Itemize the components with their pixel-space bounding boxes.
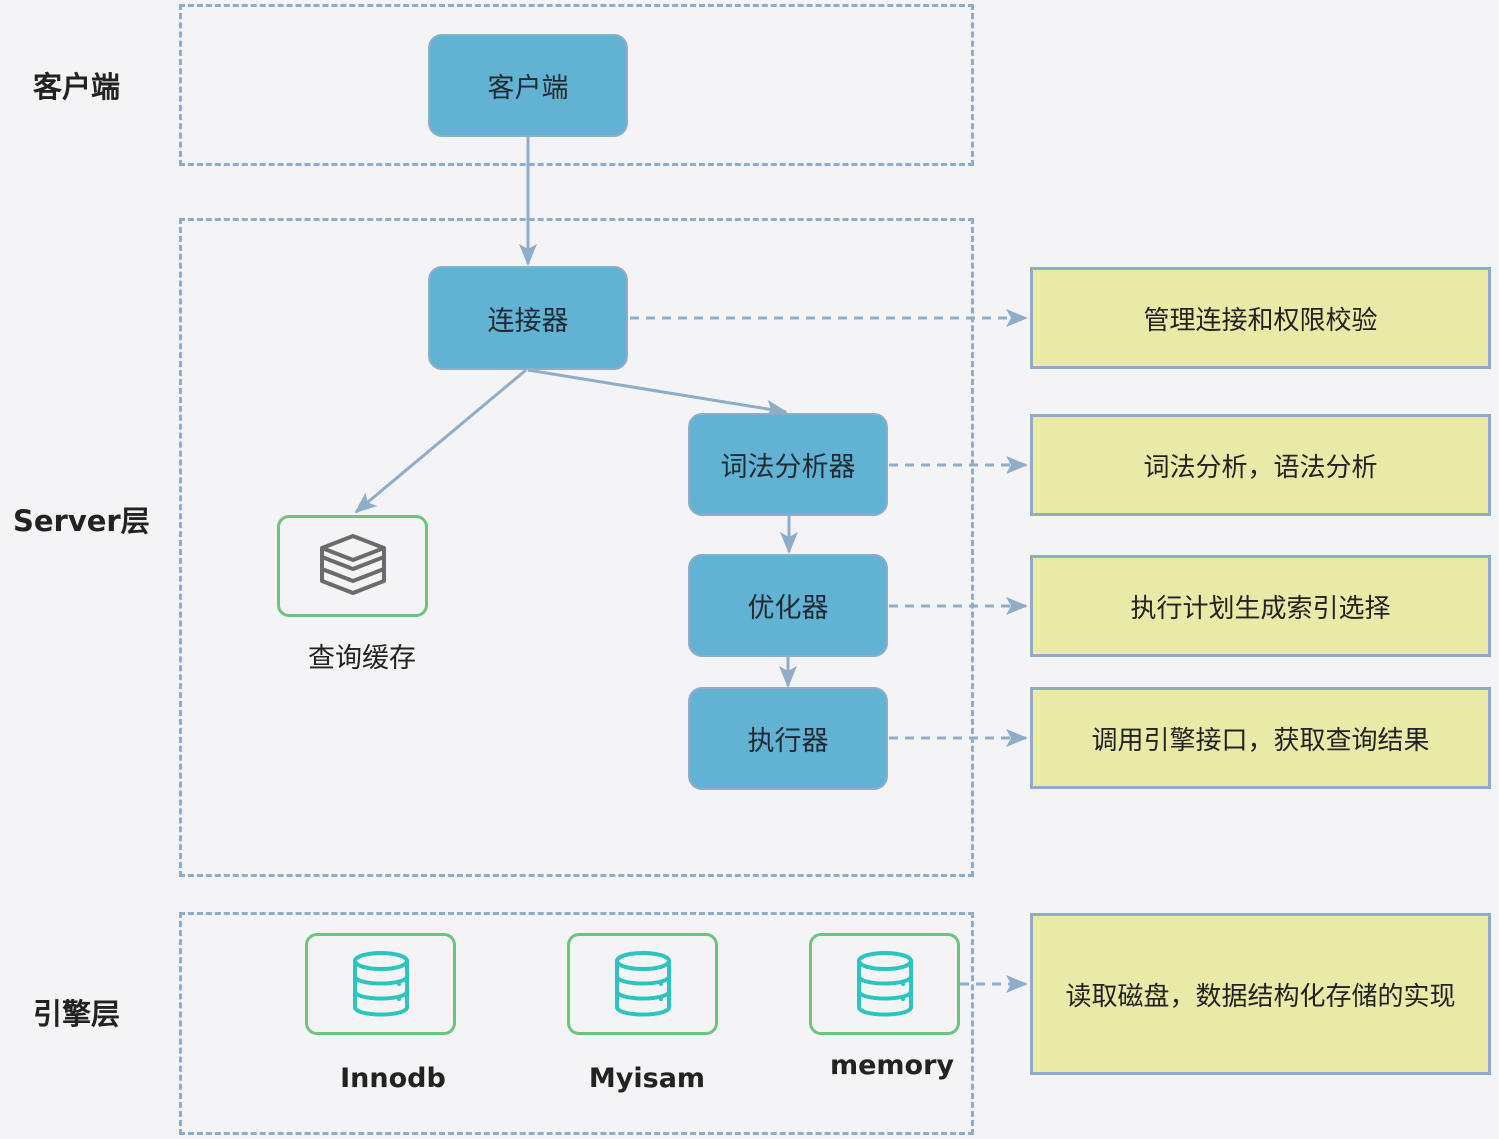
engine-note: 读取磁盘，数据结构化存储的实现	[1030, 913, 1491, 1075]
arrow-connector-cache	[354, 368, 527, 514]
optimizer-note: 执行计划生成索引选择	[1030, 555, 1491, 657]
engine-myisam-node	[567, 933, 718, 1035]
server-layer-label: Server层	[13, 504, 150, 538]
database-icon	[856, 951, 913, 1017]
optimizer-node: 优化器	[688, 554, 888, 657]
query-cache-label: 查询缓存	[308, 643, 416, 674]
engine-innodb-node	[305, 933, 456, 1035]
query-cache-node	[277, 515, 428, 617]
stack-layers-icon	[319, 534, 386, 595]
database-icon	[614, 951, 671, 1017]
connector-node: 连接器	[428, 266, 628, 370]
database-icon	[352, 951, 409, 1017]
client-layer-label: 客户端	[33, 70, 121, 104]
engine-memory-node	[809, 933, 960, 1035]
engine-zone	[179, 912, 974, 1135]
engine-layer-label: 引擎层	[33, 997, 121, 1031]
executor-node: 执行器	[688, 687, 888, 790]
client-zone	[179, 4, 974, 166]
lexer-note: 词法分析，语法分析	[1030, 414, 1491, 516]
engine-myisam-label: Myisam	[588, 1063, 706, 1094]
connector-note: 管理连接和权限校验	[1030, 267, 1491, 369]
engine-memory-label: memory	[829, 1050, 955, 1081]
server-zone	[179, 218, 974, 877]
arrow-connector-lexer	[527, 368, 788, 418]
client-node: 客户端	[428, 34, 628, 137]
lexer-node: 词法分析器	[688, 413, 888, 516]
engine-innodb-label: Innodb	[340, 1063, 446, 1094]
executor-note: 调用引擎接口，获取查询结果	[1030, 687, 1491, 789]
